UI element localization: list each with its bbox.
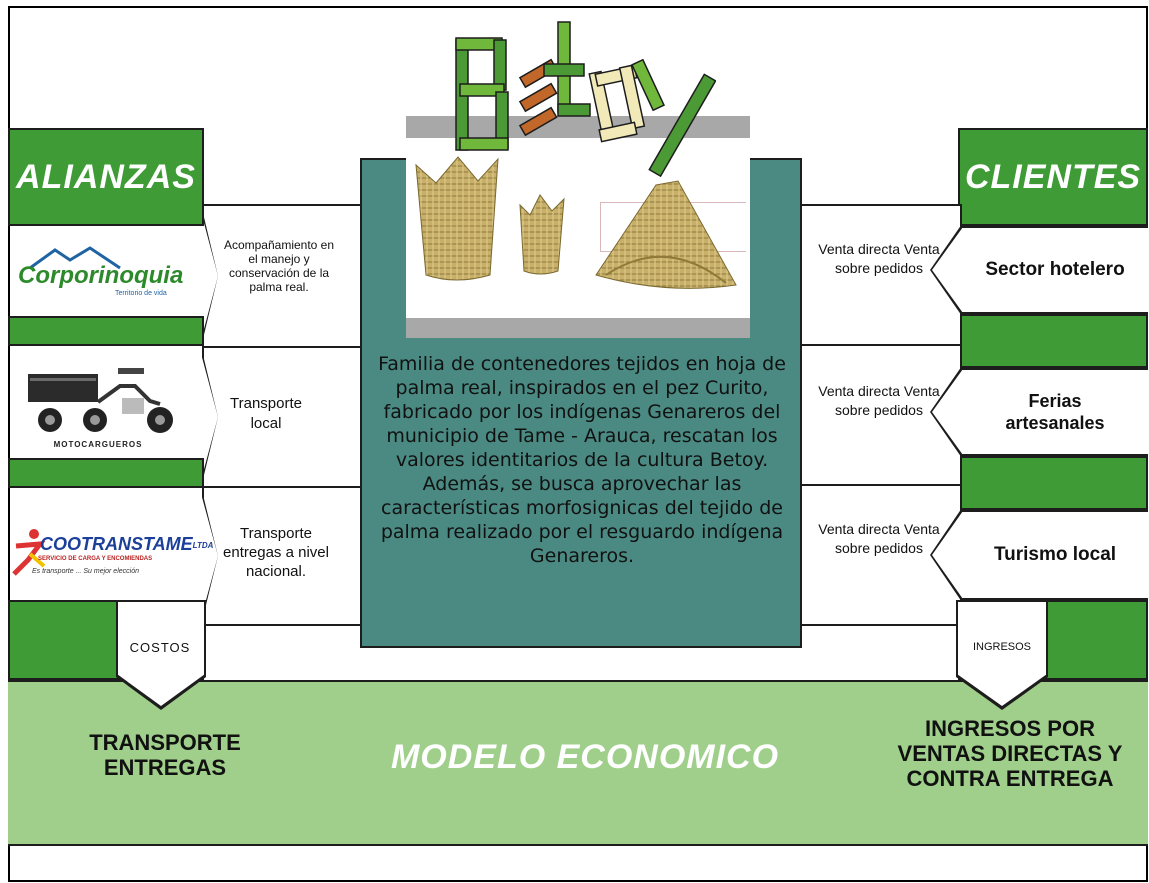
revenue-label: INGRESOS POR VENTAS DIRECTAS Y CONTRA EN…: [897, 716, 1123, 791]
cootranstame-logo: COOTRANSTAMELTDA SERVICIO DE CARGA Y ENC…: [10, 512, 213, 598]
clientes-divider-2: [958, 456, 1148, 510]
client-arrow-3: Turismo local: [932, 512, 1148, 598]
channel-text-3: Venta directa Venta sobre pedidos: [818, 521, 940, 556]
cootranstame-suffix: LTDA: [192, 540, 214, 550]
cootranstame-description: Transporte entregas a nivel nacional.: [223, 525, 329, 580]
motocargueros-name: MOTOCARGUEROS: [53, 440, 143, 449]
economic-model-title: MODELO ECONOMICO: [390, 738, 780, 776]
betoy-logo: [455, 21, 716, 178]
costs-tag: COSTOS: [120, 636, 200, 658]
corporinoquia-subtitle: Territorio de vida: [115, 290, 167, 297]
runner-icon: [12, 529, 46, 576]
client-arrow-2: Ferias artesanales: [932, 370, 1148, 454]
left-arrow-3: [204, 488, 362, 624]
cootranstame-subtitle: SERVICIO DE CARGA Y ENCOMIENDAS: [38, 556, 153, 562]
woven-baskets-illustration: [415, 156, 737, 289]
clientes-title: CLIENTES: [964, 157, 1142, 196]
client-segment-2: Ferias artesanales: [1005, 391, 1105, 433]
channel-text-2: Venta directa Venta sobre pedidos: [818, 383, 940, 418]
corporinoquia-mountain-icon: [29, 246, 121, 270]
photo-bottom-bar: [406, 318, 750, 338]
cootranstame-slogan: Es transporte ... Su mejor elección: [32, 568, 139, 575]
motocarguero-vehicle-icon: [28, 368, 173, 433]
motocargueros-logo: MOTOCARGUEROS: [10, 346, 186, 456]
cootranstame-name: COOTRANSTAMELTDA: [40, 534, 213, 555]
costs-label: TRANSPORTE ENTREGAS: [89, 730, 241, 780]
left-arrow-2: [204, 348, 362, 486]
clientes-header: CLIENTES: [958, 128, 1148, 226]
alianzas-title: ALIANZAS: [16, 157, 196, 196]
corporinoquia-name: Corporinoquia: [18, 262, 184, 289]
left-arrow-1: [204, 206, 362, 346]
clientes-divider-1: [958, 314, 1148, 368]
client-segment-1: Sector hotelero: [985, 259, 1125, 280]
client-arrow-1: Sector hotelero: [932, 228, 1148, 312]
photo-top-bar: [406, 116, 750, 138]
alianzas-header: ALIANZAS: [8, 128, 204, 226]
cootranstame-name-text: COOTRANSTAME: [40, 534, 193, 554]
alianzas-divider-1: [8, 316, 204, 346]
channel-box-2: [800, 344, 962, 486]
corporinoquia-description: Acompañamiento en el manejo y conservaci…: [223, 238, 335, 294]
economic-model-band: [8, 680, 1148, 846]
alianzas-divider-2: [8, 458, 204, 488]
corporinoquia-logo: Corporinoquia Territorio de vida: [10, 228, 200, 314]
channel-text-1: Venta directa Venta sobre pedidos: [818, 241, 940, 276]
motocargueros-description: Transporte local: [230, 395, 302, 432]
revenue-tag: INGRESOS: [960, 636, 1044, 658]
value-proposition-text: Familia de contenedores tejidos en hoja …: [378, 353, 786, 567]
client-segment-3: Turismo local: [993, 544, 1117, 565]
